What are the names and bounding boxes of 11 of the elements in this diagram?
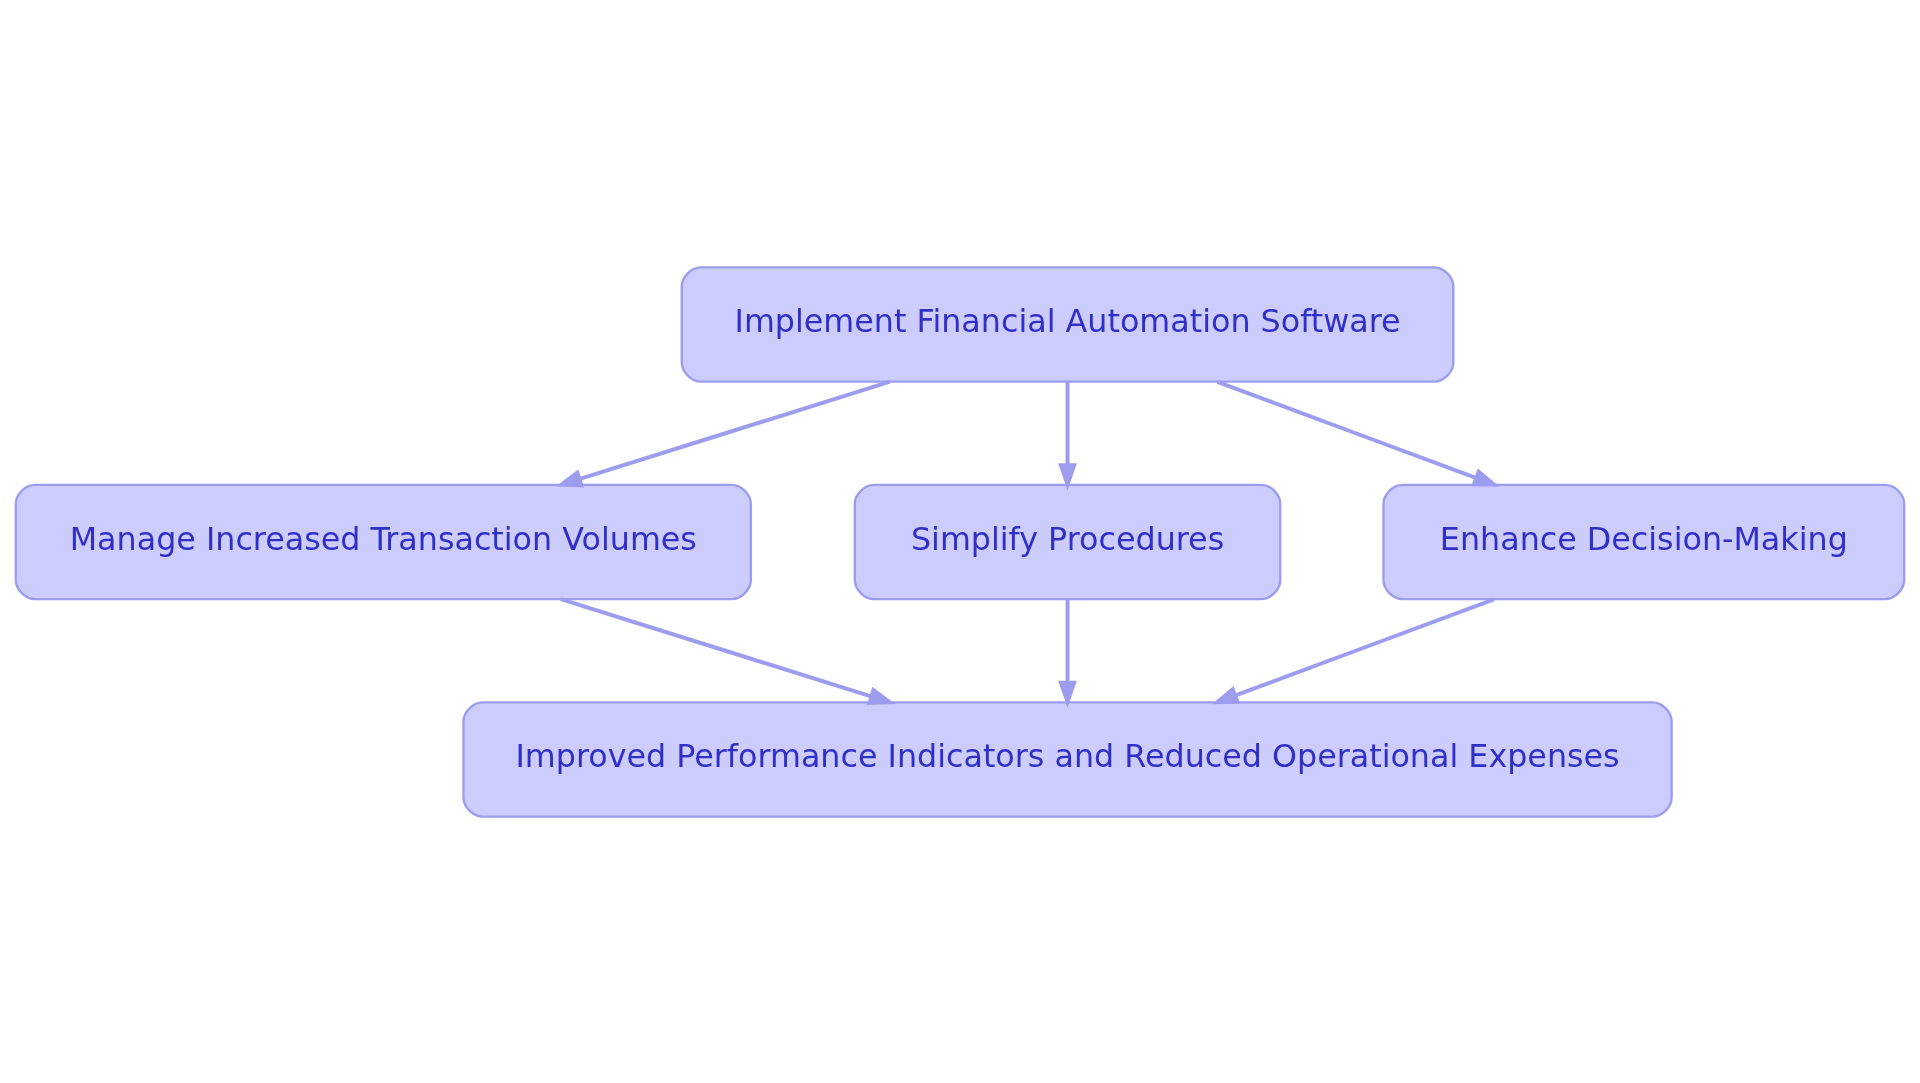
arrow [560, 596, 896, 705]
arrow [1216, 379, 1500, 487]
arrow [1211, 597, 1495, 704]
node-box: Implement Financial Automation Software [680, 265, 1455, 383]
node-box: Simplify Procedures [853, 483, 1282, 600]
arrow [1058, 381, 1078, 490]
arrow [555, 379, 891, 487]
node-box: Improved Performance Indicators and Reduced Operational Expenses [462, 700, 1673, 818]
node-box: Manage Increased Transaction Volumes [14, 483, 753, 600]
node-box: Enhance Decision-Making [1382, 483, 1906, 600]
arrow [1058, 598, 1078, 708]
